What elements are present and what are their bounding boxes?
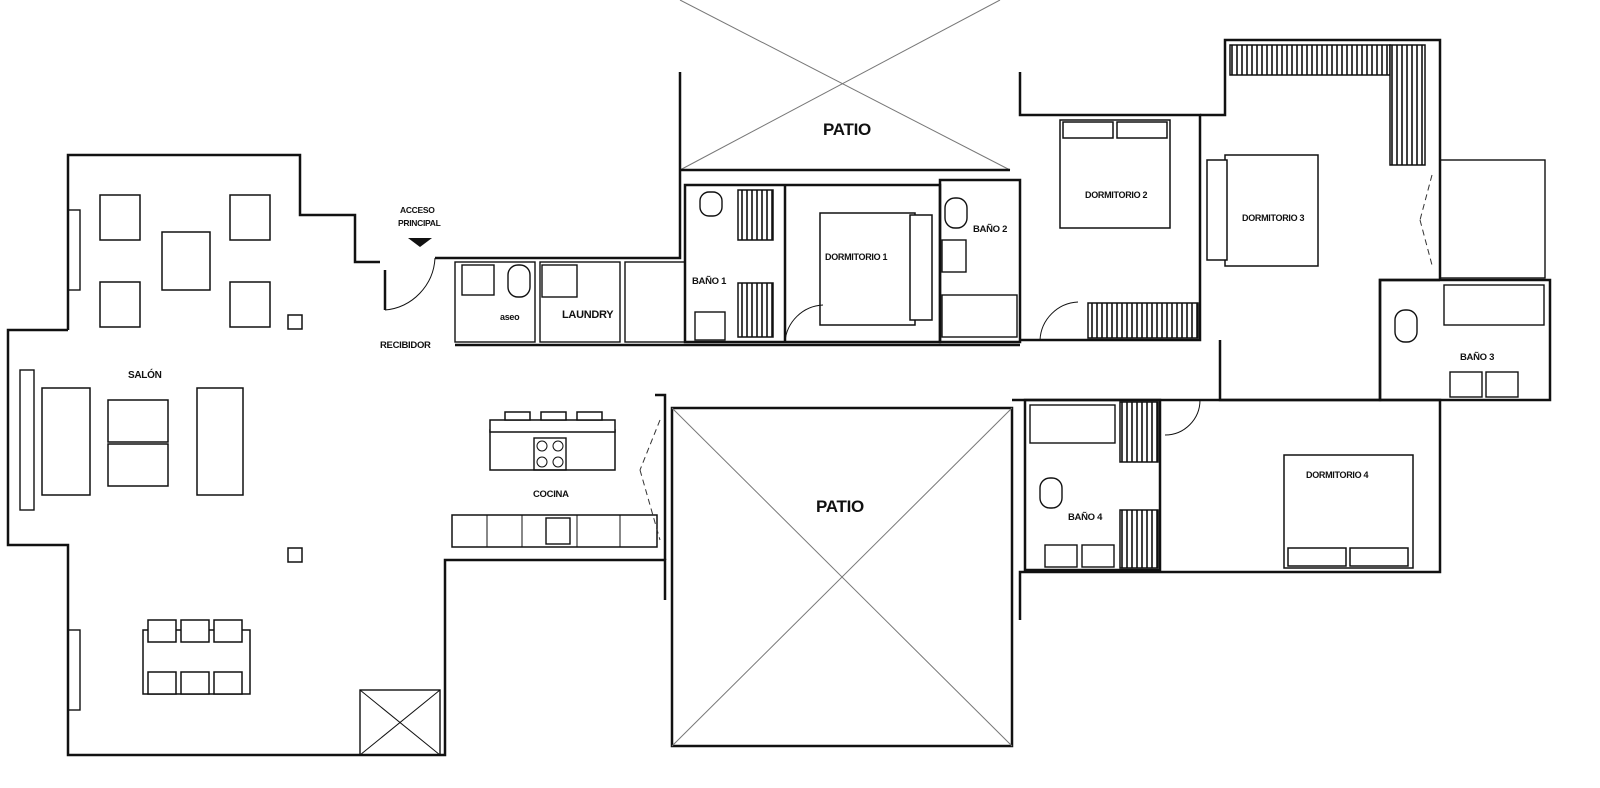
label-dormitorio-3: DORMITORIO 3 [1242,213,1305,223]
dormitorio-4 [1012,398,1442,620]
salon-walls [6,153,667,757]
label-recibidor: RECIBIDOR [380,340,431,351]
label-dormitorio-1: DORMITORIO 1 [825,252,888,262]
patio-top [679,0,1011,172]
label-dormitorio-2: DORMITORIO 2 [1085,190,1148,200]
label-laundry: LAUNDRY [562,309,614,321]
dormitorio-2 [1018,72,1202,342]
label-bano-3: BAÑO 3 [1460,352,1494,363]
bano-2 [938,178,1022,344]
patio-bottom [670,406,1014,748]
living-furniture [41,194,271,496]
label-aseo: aseo [500,312,520,322]
entrance-arrow [408,238,432,247]
bano-4 [1023,398,1162,572]
label-bano-2: BAÑO 2 [973,224,1007,235]
label-bano-4: BAÑO 4 [1068,512,1103,523]
corridor-walls [383,72,1020,347]
label-acceso: ACCESO [400,205,435,215]
dining-table [142,619,251,695]
dormitorio-1 [683,183,942,344]
label-bano-1: BAÑO 1 [692,276,727,287]
label-principal: PRINCIPAL [398,218,441,228]
dormitorio-3 [1200,38,1546,402]
label-cocina: COCINA [533,489,569,500]
label-salon: SALÓN [128,368,162,381]
label-patio-top: PATIO [823,120,871,139]
kitchen [451,393,667,560]
bano-3 [1378,278,1552,402]
label-dormitorio-4: DORMITORIO 4 [1306,470,1369,480]
label-patio-bottom: PATIO [816,497,864,516]
